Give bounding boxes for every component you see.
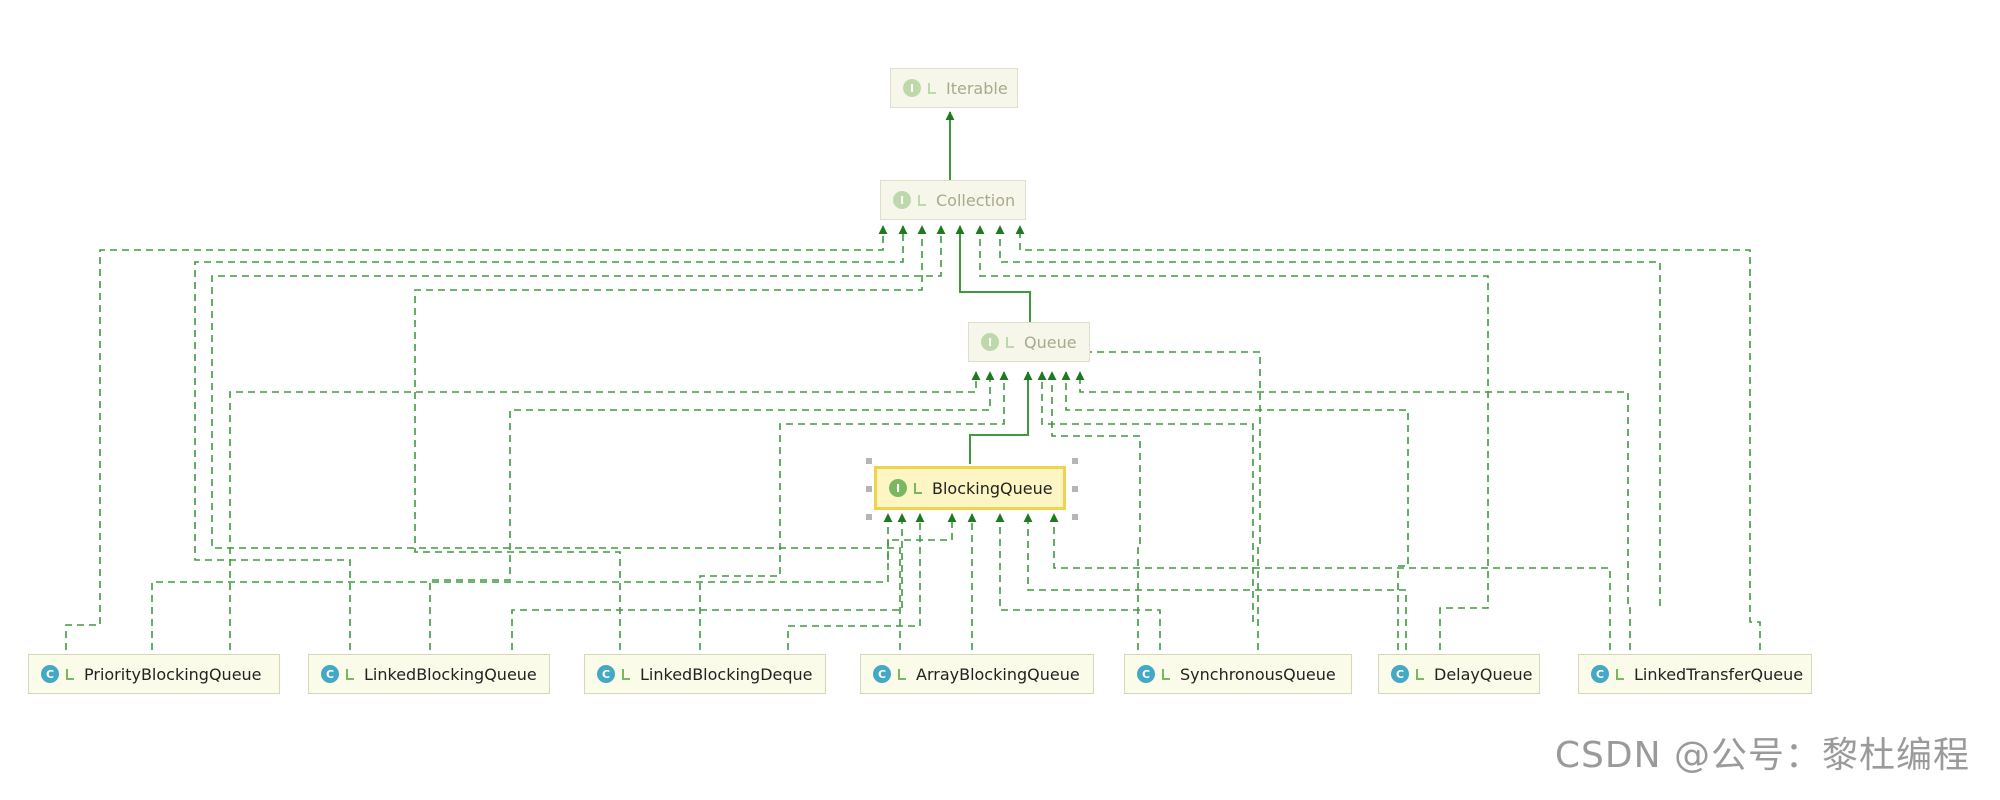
edge-delayqueue-collection [975,225,1489,650]
edge-linkedblockingqueue-queue [429,371,995,650]
edge-queue-collection [955,225,1031,322]
selection-handle[interactable] [1072,514,1078,520]
node-label: LinkedBlockingQueue [364,664,537,684]
edge-priorityblockingqueue-blockingqueue [151,513,893,650]
interface-icon: I [981,333,999,351]
edge-linkedtransferqueue-collection [1015,225,1761,650]
node-blockingqueue[interactable]: I BlockingQueue [874,466,1066,510]
class-icon: C [321,665,339,683]
access-modifier-icon [898,669,906,680]
selection-handle[interactable] [866,458,872,464]
class-icon: C [873,665,891,683]
node-iterable[interactable]: I Iterable [890,68,1018,108]
interface-icon: I [893,191,911,209]
edge-linkedtransferqueue-collection-2 [995,225,1661,606]
node-label: ArrayBlockingQueue [916,664,1080,684]
access-modifier-icon [1616,669,1624,680]
node-label: LinkedTransferQueue [1634,664,1804,684]
implements-edges [65,225,1761,650]
access-modifier-icon [1416,669,1424,680]
node-delayqueue[interactable]: C DelayQueue [1378,654,1540,694]
class-icon: C [1391,665,1409,683]
edge-linkedblockingdeque-collection [414,225,927,650]
node-label: Iterable [946,78,1008,98]
interface-icon: I [889,479,907,497]
class-icon: C [1591,665,1609,683]
edge-linkedblockingdeque-blockingqueue-2 [887,513,957,560]
edge-delayqueue-queue [1061,371,1409,650]
node-arrayblockingqueue[interactable]: C ArrayBlockingQueue [860,654,1094,694]
selection-handle[interactable] [866,486,872,492]
edge-linkedblockingqueue-blockingqueue [511,513,907,650]
edge-linkedtransferqueue-blockingqueue [1049,513,1611,650]
access-modifier-icon [346,669,354,680]
node-label: Queue [1024,332,1077,352]
edge-linkedtransferqueue-queue [1075,371,1631,650]
class-icon: C [41,665,59,683]
node-label: LinkedBlockingDeque [640,664,813,684]
interface-icon: I [903,79,921,97]
edge-linkedblockingqueue-collection [194,225,908,650]
node-linkedtransferqueue[interactable]: C LinkedTransferQueue [1578,654,1812,694]
watermark: CSDN @公号：黎杜编程 [1554,735,1970,776]
edge-arrayblockingqueue-collection [211,225,946,650]
node-queue[interactable]: I Queue [968,322,1090,362]
selection-handle[interactable] [1072,486,1078,492]
edge-arrayblockingqueue-queue [1037,371,1254,622]
access-modifier-icon [918,195,926,206]
extends-edges [945,111,1033,464]
node-label: SynchronousQueue [1180,664,1336,684]
edge-priorityblockingqueue-queue [229,371,981,650]
edge-synchronousqueue-queue [1047,371,1141,650]
access-modifier-icon [66,669,74,680]
class-icon: C [597,665,615,683]
class-icon: C [1137,665,1155,683]
node-label: PriorityBlockingQueue [84,664,262,684]
edge-synchronousqueue-collection [1030,351,1261,650]
access-modifier-icon [914,483,922,494]
node-label: BlockingQueue [932,478,1053,498]
access-modifier-icon [1006,337,1014,348]
edge-linkedblockingdeque-queue [699,371,1009,650]
selection-handle[interactable] [866,514,872,520]
selection-handle[interactable] [1072,458,1078,464]
node-priorityblockingqueue[interactable]: C PriorityBlockingQueue [28,654,280,694]
node-collection[interactable]: I Collection [880,180,1026,220]
node-synchronousqueue[interactable]: C SynchronousQueue [1124,654,1352,694]
edge-priorityblockingqueue-collection [65,225,888,650]
access-modifier-icon [1162,669,1170,680]
access-modifier-icon [928,83,936,94]
node-linkedblockingqueue[interactable]: C LinkedBlockingQueue [308,654,550,694]
node-label: Collection [936,190,1016,210]
edge-linkedblockingdeque-blockingqueue [787,513,925,650]
edge-blockingqueue-queue [969,371,1033,464]
node-label: DelayQueue [1434,664,1533,684]
access-modifier-icon [622,669,630,680]
node-linkedblockingdeque[interactable]: C LinkedBlockingDeque [584,654,826,694]
edge-delayqueue-blockingqueue [1023,513,1407,650]
edge-synchronousqueue-blockingqueue [995,513,1161,650]
